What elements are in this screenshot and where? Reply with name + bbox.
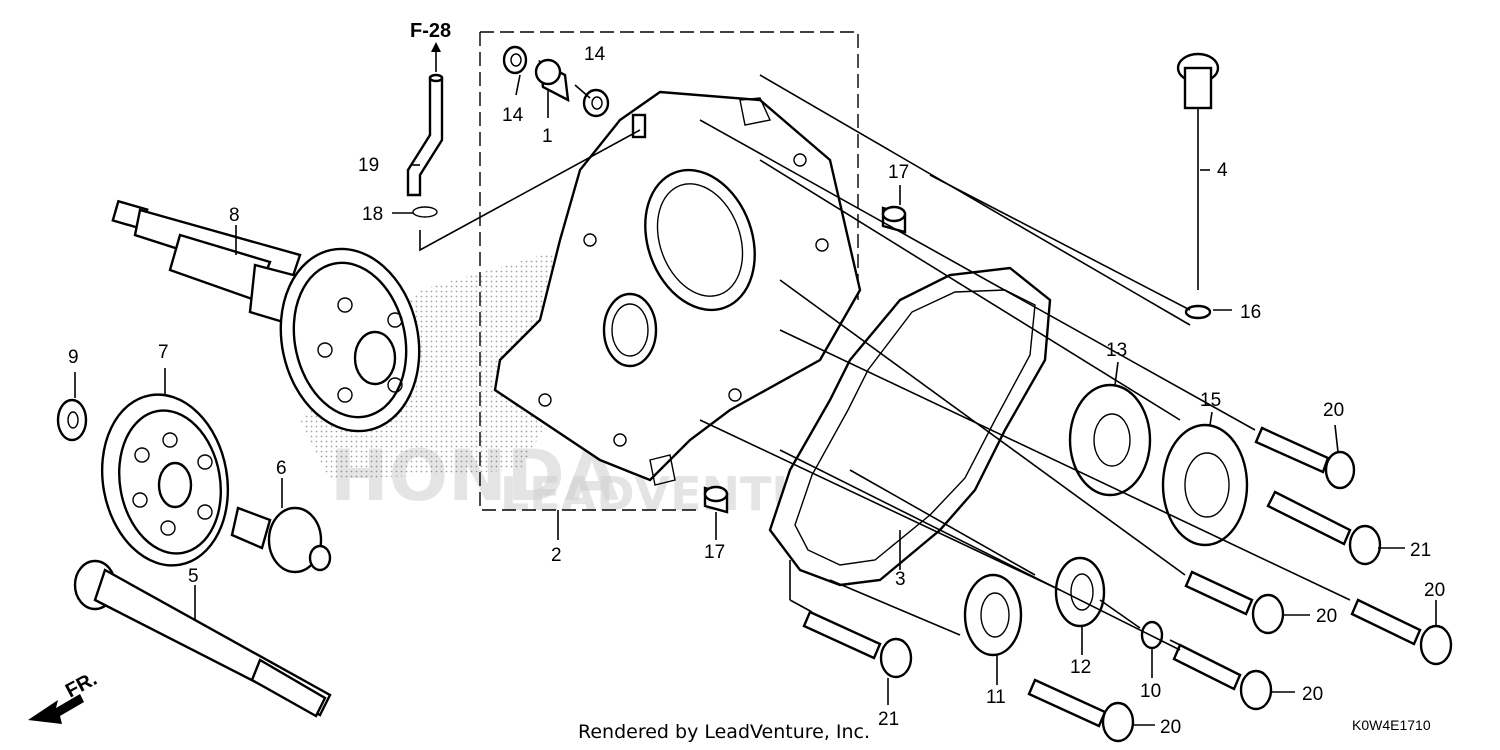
front-direction-label: FR.: [62, 668, 101, 703]
callout-14-right: 14: [584, 44, 606, 65]
oil-seal-left: [502, 45, 528, 75]
oil-seal-left-hole: [510, 53, 522, 67]
dowel-pin-upper-top: [881, 205, 907, 223]
callout-19: 19: [358, 155, 379, 176]
callout-10: 10: [1140, 681, 1161, 702]
tube-clip: [412, 206, 438, 218]
ref-arrow-head: [431, 42, 441, 52]
callout-20-a: 20: [1323, 400, 1344, 421]
rendered-by-credit: Rendered by LeadVenture, Inc.: [578, 721, 870, 743]
small-pinion: [230, 506, 332, 574]
washer-hole: [67, 411, 79, 429]
counter-gear: [100, 393, 230, 567]
oil-seal-right-hole: [591, 96, 603, 110]
dowel-pin-lower-top: [703, 485, 729, 503]
oil-seal-right: [582, 88, 610, 118]
ball-bearing-12-bore: [1070, 573, 1094, 611]
callout-20-d: 20: [1302, 684, 1323, 705]
dipstick-head: [1183, 66, 1213, 110]
ball-bearing-12: [1054, 556, 1106, 628]
callout-17-upper: 17: [888, 162, 909, 183]
gasket-inner: [794, 289, 1036, 566]
oil-seal-large: [1161, 423, 1249, 547]
callout-8: 8: [229, 205, 240, 226]
callout-20-c: 20: [1424, 580, 1445, 601]
breather-tube-end: [428, 73, 444, 83]
callout-1: 1: [542, 126, 553, 147]
callout-17-lower: 17: [704, 542, 725, 563]
washer: [56, 398, 88, 442]
ball-bearing-11: [963, 573, 1023, 657]
callout-3: 3: [895, 569, 906, 590]
callout-5: 5: [188, 566, 199, 587]
callout-18: 18: [362, 204, 383, 225]
breather-tube: [406, 76, 444, 197]
leader-lines: [74, 74, 1437, 726]
ball-bearing-large-bore: [1093, 413, 1131, 467]
callout-21-a: 21: [1410, 540, 1431, 561]
callout-21-b: 21: [878, 709, 899, 730]
callout-6: 6: [276, 458, 287, 479]
callout-2: 2: [551, 545, 562, 566]
callout-7: 7: [158, 342, 169, 363]
callout-13: 13: [1106, 340, 1127, 361]
transmission-case: [493, 90, 862, 486]
gasket: [768, 266, 1052, 587]
callout-14-left: 14: [502, 105, 524, 126]
callout-12: 12: [1070, 657, 1091, 678]
thrust-washer: [1140, 620, 1164, 650]
callout-15: 15: [1200, 390, 1221, 411]
ball-bearing-11-bore: [980, 592, 1010, 638]
collar-end: [534, 58, 562, 86]
callout-11: 11: [986, 687, 1006, 708]
dashed-frame-left: [479, 32, 700, 511]
output-shaft: [73, 559, 332, 718]
dipstick-o-ring: [1184, 304, 1212, 320]
front-direction-marker: [28, 694, 84, 724]
callout-20-e: 20: [1160, 717, 1181, 738]
ref-label-f28: F-28: [410, 20, 451, 42]
callout-9: 9: [68, 347, 79, 368]
callout-16: 16: [1240, 302, 1261, 323]
flange-bolts: [802, 426, 1453, 743]
ball-bearing-large: [1068, 383, 1152, 497]
callout-20-b: 20: [1316, 606, 1337, 627]
drive-shaft-gear: [111, 199, 421, 433]
dashed-frame: [480, 31, 859, 300]
callout-4: 4: [1217, 160, 1228, 181]
oil-seal-large-bore: [1184, 452, 1230, 518]
diagram-code: K0W4E1710: [1352, 717, 1431, 733]
